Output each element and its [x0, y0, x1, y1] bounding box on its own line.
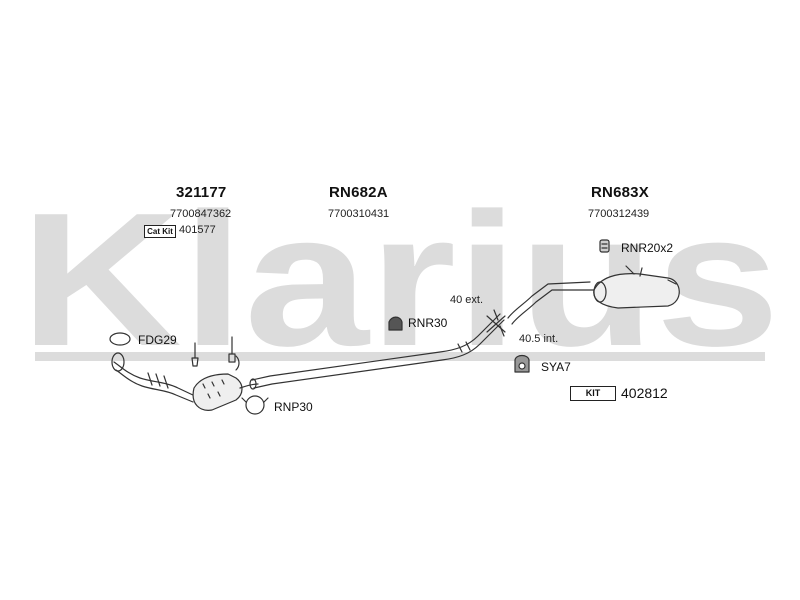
- lambda-sensors-drawing: [191, 336, 240, 371]
- rnr20-hanger-drawing: [599, 239, 610, 253]
- fdg-gasket-drawing: [109, 332, 131, 346]
- cat-kit-number: 401577: [179, 224, 216, 236]
- catalyst-part-number: 321177: [176, 184, 227, 201]
- rear-silencer-part-number: RN683X: [591, 184, 649, 201]
- center-pipe-part-number: RN682A: [329, 184, 388, 201]
- front-downpipe-drawing: [111, 352, 196, 403]
- rear-silencer-oe-number: 7700312439: [588, 208, 650, 220]
- sya7-bracket-drawing: [514, 354, 530, 373]
- center-pipe-drawing: [249, 313, 505, 390]
- pipe-clamp-drawing: [486, 309, 506, 337]
- rnp-clamp-drawing: [241, 395, 269, 415]
- rnr30-label: RNR30: [408, 316, 448, 330]
- rnp-label: RNP30: [274, 400, 313, 414]
- kit-badge: KIT: [570, 386, 616, 401]
- center-pipe-oe-number: 7700310431: [328, 208, 390, 220]
- clamp-ext-label: 40 ext.: [450, 294, 484, 306]
- catalyst-oe-number: 7700847362: [170, 208, 232, 220]
- clamp-int-label: 40.5 int.: [519, 333, 559, 345]
- cat-kit-badge: Cat Kit: [144, 225, 176, 238]
- fdg-label: FDG29: [138, 333, 177, 347]
- sya-label: SYA7: [541, 360, 571, 374]
- rnr30-mount-drawing: [388, 316, 403, 331]
- kit-number: 402812: [621, 385, 668, 401]
- rear-pipe-drawing: [507, 281, 595, 325]
- watermark-underline: [35, 352, 765, 361]
- catalyst-drawing: [192, 373, 259, 411]
- rnr20-label: RNR20x2: [621, 241, 674, 255]
- rear-silencer-drawing: [593, 265, 680, 309]
